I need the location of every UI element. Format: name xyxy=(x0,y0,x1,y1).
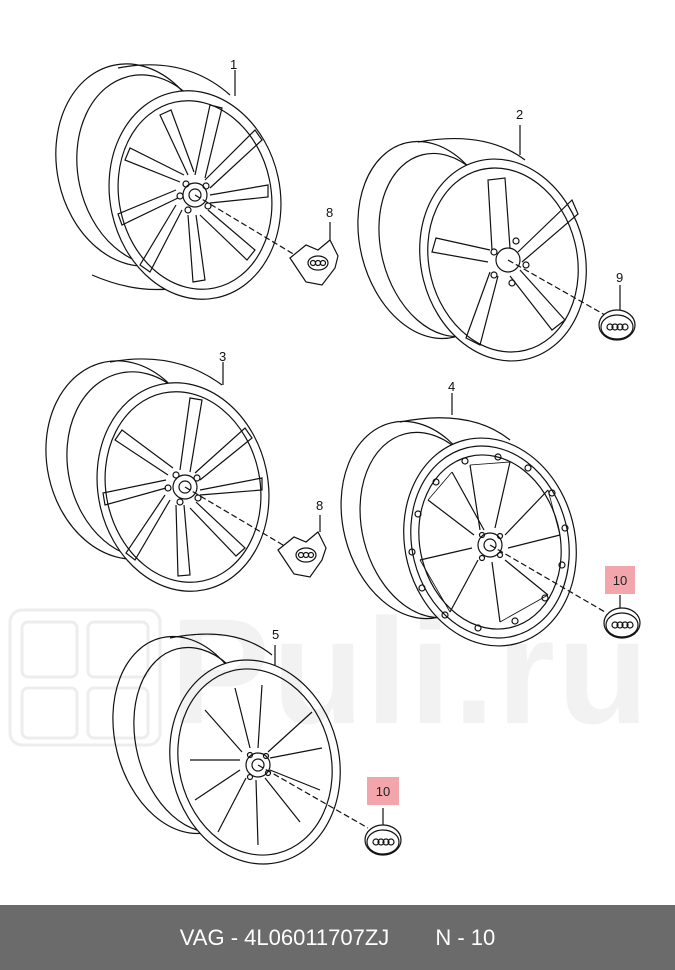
callout-4: 4 xyxy=(448,379,456,394)
wheel-4 xyxy=(340,393,606,647)
wheel-1-spokes xyxy=(117,104,269,283)
part-code: VAG - 4L06011707ZJ xyxy=(179,924,390,950)
center-cap-10a xyxy=(603,595,641,639)
wheel-2 xyxy=(357,125,606,362)
callout-3: 3 xyxy=(219,349,227,364)
callout-8a: 8 xyxy=(326,205,334,220)
callout-9: 9 xyxy=(616,270,624,285)
wheel-3-spokes xyxy=(102,397,263,577)
watermark-text: Puli.ru xyxy=(170,587,651,755)
page-reference: N - 10 xyxy=(435,924,496,950)
wheel-5-spokes xyxy=(190,684,323,846)
center-cap-10b xyxy=(364,808,402,856)
callout-2: 2 xyxy=(516,107,524,122)
callout-1: 1 xyxy=(230,57,238,72)
center-cap-8a xyxy=(289,222,339,286)
callout-5: 5 xyxy=(272,627,280,642)
wheel-1 xyxy=(55,63,296,300)
center-cap-8b xyxy=(277,515,327,578)
callout-8b: 8 xyxy=(316,498,324,513)
callout-10a-highlight: 10 xyxy=(605,566,635,594)
wheel-3 xyxy=(45,358,289,592)
center-cap-9 xyxy=(598,285,636,341)
wheel-5 xyxy=(112,633,369,865)
footer-bar: VAG - 4L06011707ZJ N - 10 xyxy=(0,905,675,970)
wheel-parts-diagram xyxy=(8,63,641,865)
watermark-logo xyxy=(8,608,162,747)
wheel-4-spokes xyxy=(419,461,561,623)
callout-10b-highlight: 10 xyxy=(367,777,399,805)
wheel-2-spokes xyxy=(431,177,579,346)
